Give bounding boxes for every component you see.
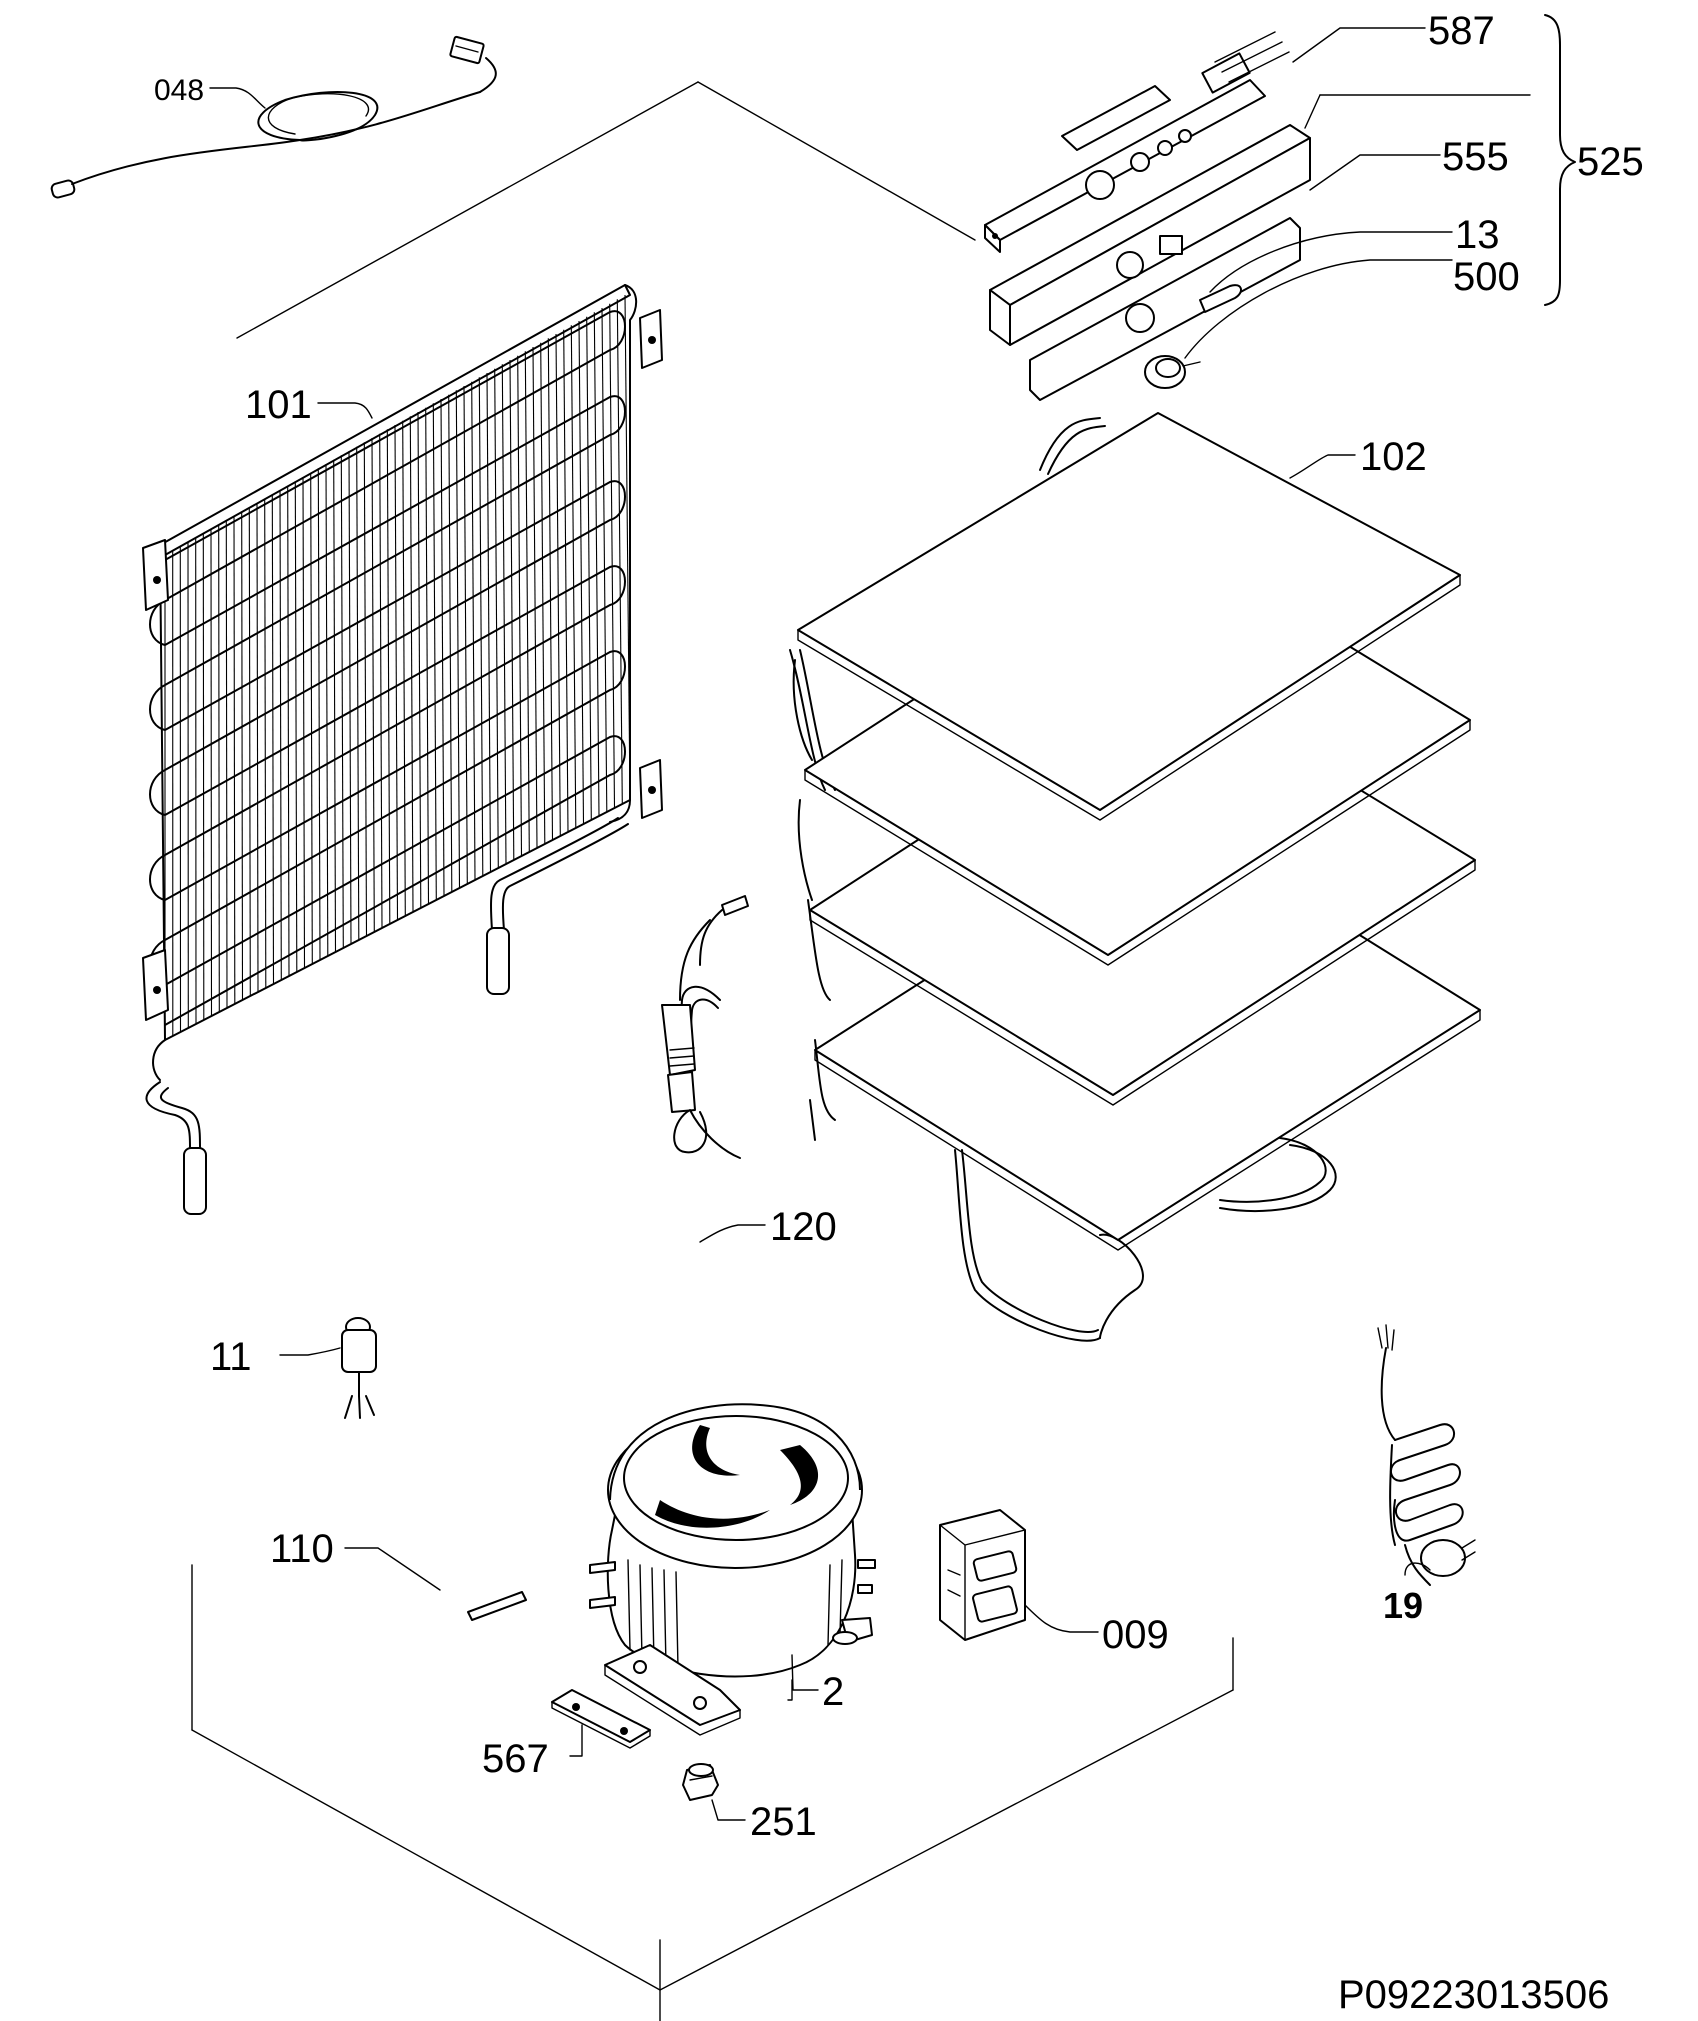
condenser-fin bbox=[287, 485, 290, 977]
condenser-fin bbox=[601, 307, 608, 813]
label-009: 009 bbox=[1102, 1613, 1169, 1657]
condenser-fin bbox=[609, 303, 616, 809]
power-cord-19 bbox=[1377, 1324, 1476, 1586]
condenser-fin bbox=[578, 320, 585, 825]
label-101: 101 bbox=[245, 383, 312, 427]
condenser-fin bbox=[225, 520, 228, 1009]
label-11: 11 bbox=[210, 1335, 252, 1379]
shelf-rack-102 bbox=[789, 412, 1481, 1342]
condenser-fin bbox=[532, 346, 538, 849]
condenser-fin bbox=[478, 377, 484, 877]
drawing-code: P09223013506 bbox=[1338, 1973, 1609, 2017]
condenser-fin bbox=[264, 498, 267, 989]
condenser-fin bbox=[586, 316, 592, 821]
condenser-fin bbox=[432, 403, 437, 901]
condenser-fin bbox=[540, 342, 546, 845]
label-13: 13 bbox=[1455, 213, 1500, 257]
plate-567 bbox=[551, 1689, 651, 1749]
nut-251 bbox=[682, 1763, 719, 1801]
bracket-525 bbox=[1544, 14, 1576, 306]
condenser-fin bbox=[302, 476, 306, 969]
compressor-2 bbox=[589, 1403, 876, 1736]
label-587: 587 bbox=[1428, 9, 1495, 53]
condenser-fin bbox=[524, 351, 530, 853]
cabinet-outline bbox=[191, 81, 1234, 2021]
valve-11 bbox=[341, 1317, 377, 1419]
condenser-fin bbox=[555, 333, 561, 837]
condenser-fin bbox=[417, 411, 422, 909]
condenser-fin bbox=[210, 528, 213, 1017]
label-048: 048 bbox=[154, 74, 204, 107]
thermostat-assembly-525 bbox=[984, 31, 1311, 401]
condenser-fin bbox=[371, 437, 375, 933]
condenser-fin bbox=[440, 398, 445, 897]
filter-drier-120 bbox=[661, 895, 749, 1159]
label-19: 19 bbox=[1383, 1585, 1423, 1626]
condenser-fin bbox=[616, 299, 623, 805]
condenser-fin bbox=[386, 429, 391, 925]
condenser-fin bbox=[486, 372, 492, 873]
leader-lines bbox=[209, 27, 1531, 1821]
condenser-fin bbox=[333, 459, 337, 953]
condenser-fin bbox=[563, 329, 569, 833]
condenser-fin bbox=[509, 359, 515, 861]
condenser-fin bbox=[363, 442, 368, 937]
condenser-fin bbox=[517, 355, 523, 857]
condenser-fin bbox=[494, 368, 499, 869]
pin-110 bbox=[467, 1591, 527, 1621]
condenser-fin bbox=[448, 394, 453, 893]
condenser-fin bbox=[455, 390, 461, 889]
condenser-fin bbox=[471, 381, 476, 881]
condenser-fin bbox=[202, 533, 205, 1021]
condenser-fin bbox=[233, 515, 236, 1005]
condenser-fin bbox=[409, 416, 414, 913]
label-110: 110 bbox=[270, 1527, 334, 1571]
condenser-fin bbox=[294, 481, 298, 973]
condenser-fin bbox=[394, 424, 399, 921]
label-251: 251 bbox=[750, 1800, 817, 1844]
condenser-fin bbox=[271, 494, 275, 985]
label-555: 555 bbox=[1442, 135, 1509, 179]
condenser-101 bbox=[142, 284, 663, 1215]
condenser-fin bbox=[463, 385, 468, 885]
condenser-fin bbox=[356, 446, 360, 941]
condenser-fin bbox=[218, 524, 220, 1013]
label-102: 102 bbox=[1360, 435, 1427, 479]
relay-009 bbox=[939, 1509, 1026, 1641]
condenser-fin bbox=[402, 420, 406, 917]
condenser-fin bbox=[593, 312, 600, 817]
condenser-fins bbox=[164, 294, 631, 1040]
condenser-fin bbox=[570, 325, 577, 829]
condenser-fin bbox=[348, 450, 352, 945]
callout-labels: 048 587 555 13 500 525 101 102 120 11 11… bbox=[154, 9, 1644, 1844]
condenser-fin bbox=[624, 294, 631, 801]
condenser-fin bbox=[241, 511, 244, 1001]
condenser-fin bbox=[547, 338, 554, 841]
condenser-fin bbox=[279, 489, 282, 981]
label-120: 120 bbox=[770, 1205, 837, 1249]
condenser-fin bbox=[256, 502, 259, 993]
label-567: 567 bbox=[482, 1737, 549, 1781]
condenser-fin bbox=[501, 364, 507, 865]
condenser-fin bbox=[340, 455, 344, 949]
label-525: 525 bbox=[1577, 140, 1644, 184]
condenser-fin bbox=[317, 468, 321, 961]
label-2: 2 bbox=[822, 1670, 844, 1714]
condenser-fin bbox=[425, 407, 430, 905]
label-500: 500 bbox=[1453, 255, 1520, 299]
condenser-fin bbox=[248, 507, 251, 997]
condenser-fin bbox=[379, 433, 383, 929]
condenser-fin bbox=[310, 472, 313, 965]
sensor-cable-048 bbox=[50, 35, 497, 199]
condenser-fin bbox=[325, 463, 329, 957]
